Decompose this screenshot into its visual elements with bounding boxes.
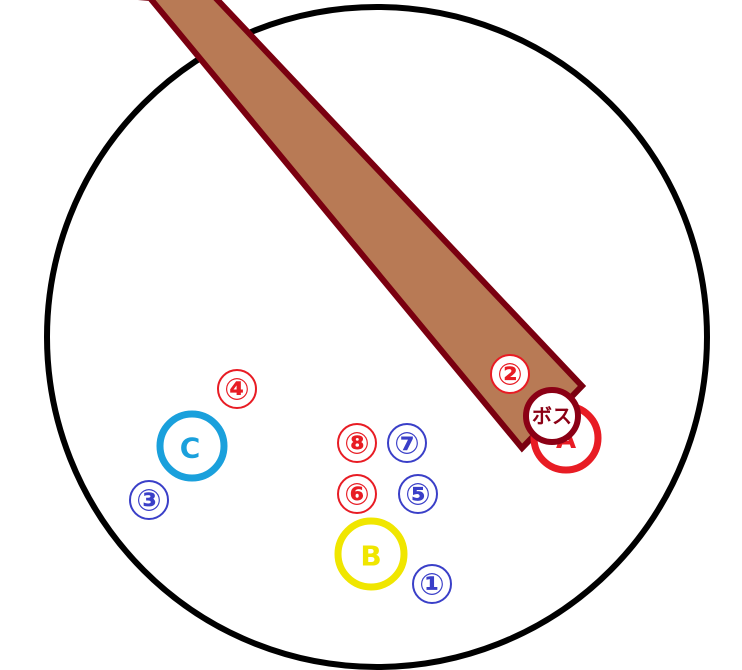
waymark-b: B xyxy=(334,517,408,591)
waymark-c: C xyxy=(156,410,228,482)
number-marker-7: ⑦ xyxy=(387,423,427,463)
number-marker-6: ⑥ xyxy=(337,474,377,514)
boss-ring xyxy=(523,387,581,445)
number-ring-7 xyxy=(387,423,427,463)
number-marker-1: ① xyxy=(412,564,452,604)
number-ring-2 xyxy=(490,354,530,394)
boss-label: ボス xyxy=(532,404,572,428)
number-ring-5 xyxy=(398,474,438,514)
number-label-3: ③ xyxy=(136,484,161,519)
number-label-1: ① xyxy=(419,568,444,603)
number-label-2: ② xyxy=(497,358,522,393)
number-label-7: ⑦ xyxy=(394,427,419,462)
number-label-6: ⑥ xyxy=(344,478,369,513)
waymark-b-ring xyxy=(334,517,408,591)
number-marker-3: ③ xyxy=(129,480,169,520)
arena-circle xyxy=(44,4,710,670)
number-ring-1 xyxy=(412,564,452,604)
number-label-5: ⑤ xyxy=(405,478,430,513)
waymark-b-label: B xyxy=(360,540,381,573)
number-marker-4: ④ xyxy=(217,369,257,409)
waymark-c-label: C xyxy=(180,432,201,465)
number-ring-8 xyxy=(337,423,377,463)
number-ring-6 xyxy=(337,474,377,514)
boss-marker: ボス xyxy=(523,387,581,445)
number-ring-3 xyxy=(129,480,169,520)
number-label-4: ④ xyxy=(224,373,249,408)
number-label-8: ⑧ xyxy=(344,427,369,462)
number-ring-4 xyxy=(217,369,257,409)
number-marker-2: ② xyxy=(490,354,530,394)
number-marker-5: ⑤ xyxy=(398,474,438,514)
waymark-c-ring xyxy=(156,410,228,482)
number-marker-8: ⑧ xyxy=(337,423,377,463)
